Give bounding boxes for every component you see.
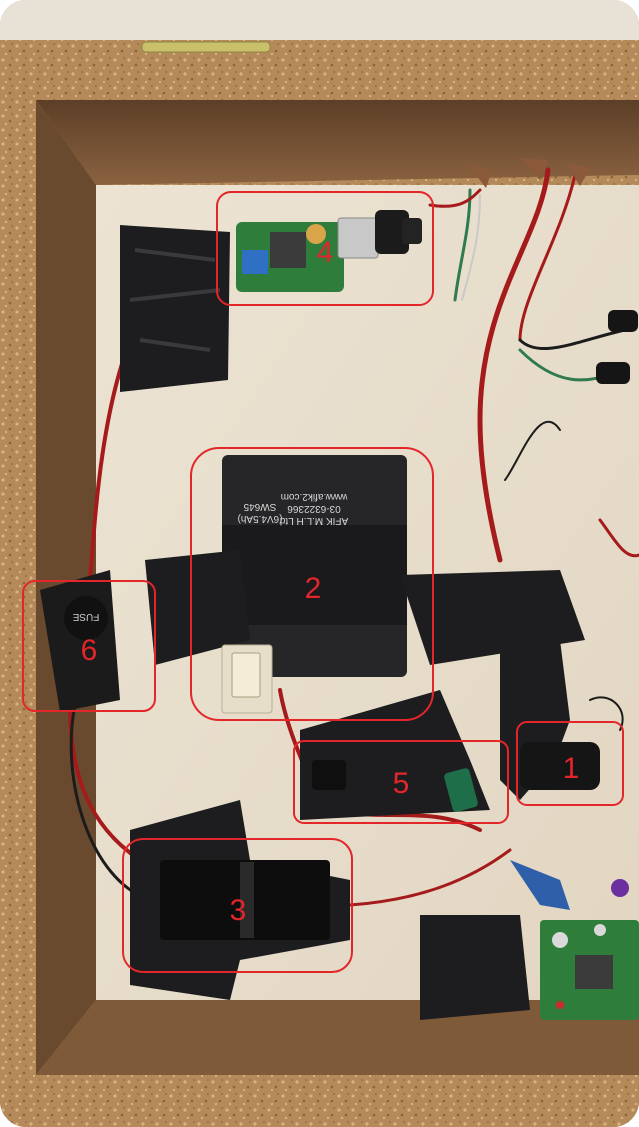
- battery-print-line5: AFIK M.L.H Ltd: [280, 515, 348, 526]
- fuse-cap-text: FUSE: [72, 611, 99, 622]
- annotation-box-4: [216, 191, 434, 306]
- wire-grommets: [468, 158, 590, 188]
- right-connector-2: [596, 362, 630, 384]
- annotation-box-6: [22, 580, 156, 712]
- annotation-box-5: [293, 740, 509, 824]
- annotation-box-1: [516, 721, 624, 806]
- annotation-box-2: [190, 447, 434, 721]
- battery: AFIK M.L.H Ltd 03-6322366 www.afik2.com …: [222, 455, 407, 677]
- battery-print-line4: 03-6322366: [287, 503, 341, 514]
- black-tape-5: [300, 690, 490, 820]
- battery-print-line2: (6V4.5Ah): [237, 513, 282, 524]
- inner-top-wall: [36, 100, 639, 185]
- blue-connector: [510, 860, 570, 910]
- battery-print-line3: www.afik2.com: [281, 491, 349, 502]
- annotation-labels: 1 2 3 4 5 6: [81, 236, 580, 927]
- hinge: [141, 41, 271, 53]
- annotation-label-1: 1: [563, 752, 580, 785]
- black-tape-left: [145, 550, 250, 665]
- battery-print-line1: SW645: [243, 501, 276, 512]
- annotation-box-3: [122, 838, 353, 973]
- green-connector: [444, 768, 478, 812]
- annotation-label-2: 2: [305, 572, 322, 605]
- dc-jack: [312, 760, 346, 790]
- rocker-switch: [221, 644, 273, 714]
- annotation-label-4: 4: [317, 236, 334, 269]
- usb-converter-board: [236, 210, 422, 292]
- green-pcb: [540, 920, 639, 1020]
- black-tape-bottom: [420, 915, 530, 1020]
- inner-bottom-wall: [36, 1000, 639, 1075]
- annotation-boxes: [22, 191, 624, 973]
- right-connector-1: [608, 310, 638, 332]
- fuse-holder: FUSE: [40, 570, 120, 712]
- annotation-label-6: 6: [81, 634, 98, 667]
- annotation-label-5: 5: [393, 767, 410, 800]
- purple-connector: [611, 879, 629, 897]
- annotation-label-3: 3: [230, 894, 247, 927]
